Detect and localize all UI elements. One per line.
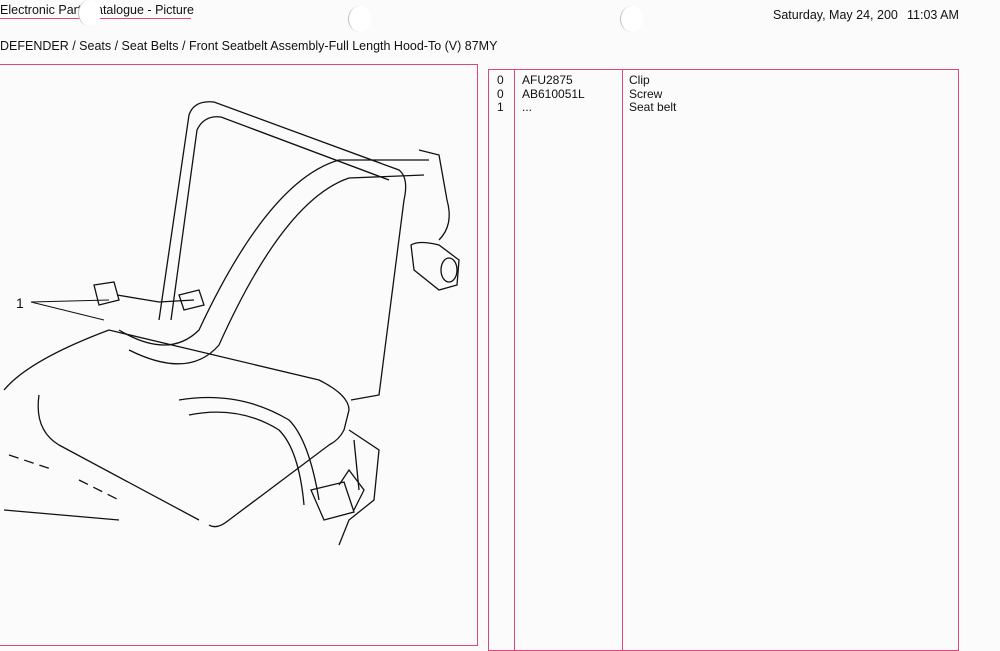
parts-table: 0 0 1 AFU2875 AB610051L ... Clip Screw S… <box>488 69 959 651</box>
punch-hole <box>348 6 371 32</box>
seatbelt-illustration <box>3 101 460 546</box>
part-number-cell: AB610051L <box>522 86 585 101</box>
title-underline <box>0 18 80 19</box>
title-fragment: atalogue - Picture <box>96 3 194 17</box>
part-number-cell: AFU2875 <box>522 73 573 87</box>
part-number-cell: ... <box>522 100 533 114</box>
callout-number: 1 <box>16 295 24 311</box>
description-cell: Seat belt <box>629 100 677 114</box>
part-number-column: AFU2875 AB610051L ... <box>522 73 585 115</box>
title-fragment: Electronic Part <box>0 3 82 17</box>
punch-hole <box>620 6 643 32</box>
print-time: 11:03 AM <box>907 8 959 22</box>
column-divider <box>514 70 515 650</box>
punch-hole <box>78 0 101 26</box>
qty-column: 0 0 1 <box>497 73 504 115</box>
description-column: Clip Screw Seat belt <box>629 73 677 115</box>
qty-cell: 0 <box>497 73 504 87</box>
description-cell: Clip <box>629 73 650 87</box>
breadcrumb: DEFENDER / Seats / Seat Belts / Front Se… <box>0 39 498 53</box>
print-date: Saturday, May 24, 200 <box>773 8 898 22</box>
qty-cell: 1 <box>497 100 504 114</box>
illustration-panel: 1 <box>0 64 478 646</box>
column-divider <box>622 70 623 650</box>
qty-cell: 0 <box>497 86 504 101</box>
description-cell: Screw <box>629 86 663 101</box>
title-underline <box>96 18 191 19</box>
